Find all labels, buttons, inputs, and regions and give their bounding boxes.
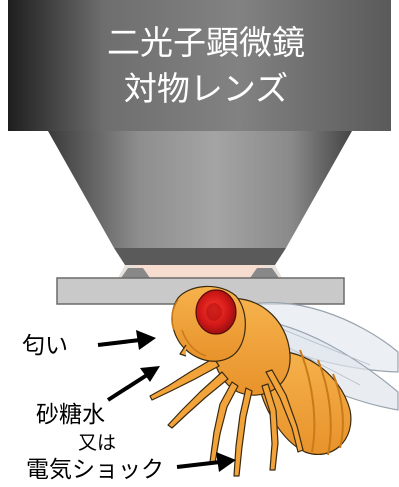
odor-arrow — [97, 330, 156, 350]
odor-stimulus: 匂い — [22, 330, 156, 359]
objective-title-line2: 対物レンズ — [124, 69, 288, 108]
fly-eye — [195, 289, 237, 335]
fly-legs — [149, 357, 304, 477]
objective-title-line1: 二光子顕微鏡 — [107, 23, 305, 62]
electric-shock-stimulus: 電気ショック — [26, 452, 236, 483]
objective-lens: 二光子顕微鏡 対物レンズ — [8, 0, 391, 131]
objective-cone — [48, 131, 352, 265]
sugar-water-label: 砂糖水 — [36, 402, 105, 428]
or-label: 又は — [78, 432, 116, 454]
immersion-water — [118, 265, 282, 279]
odor-label: 匂い — [22, 333, 68, 359]
electric-shock-arrow — [176, 452, 236, 472]
fruit-fly — [149, 285, 399, 477]
sugar-water-arrow — [106, 366, 160, 402]
electric-shock-label: 電気ショック — [26, 457, 164, 483]
